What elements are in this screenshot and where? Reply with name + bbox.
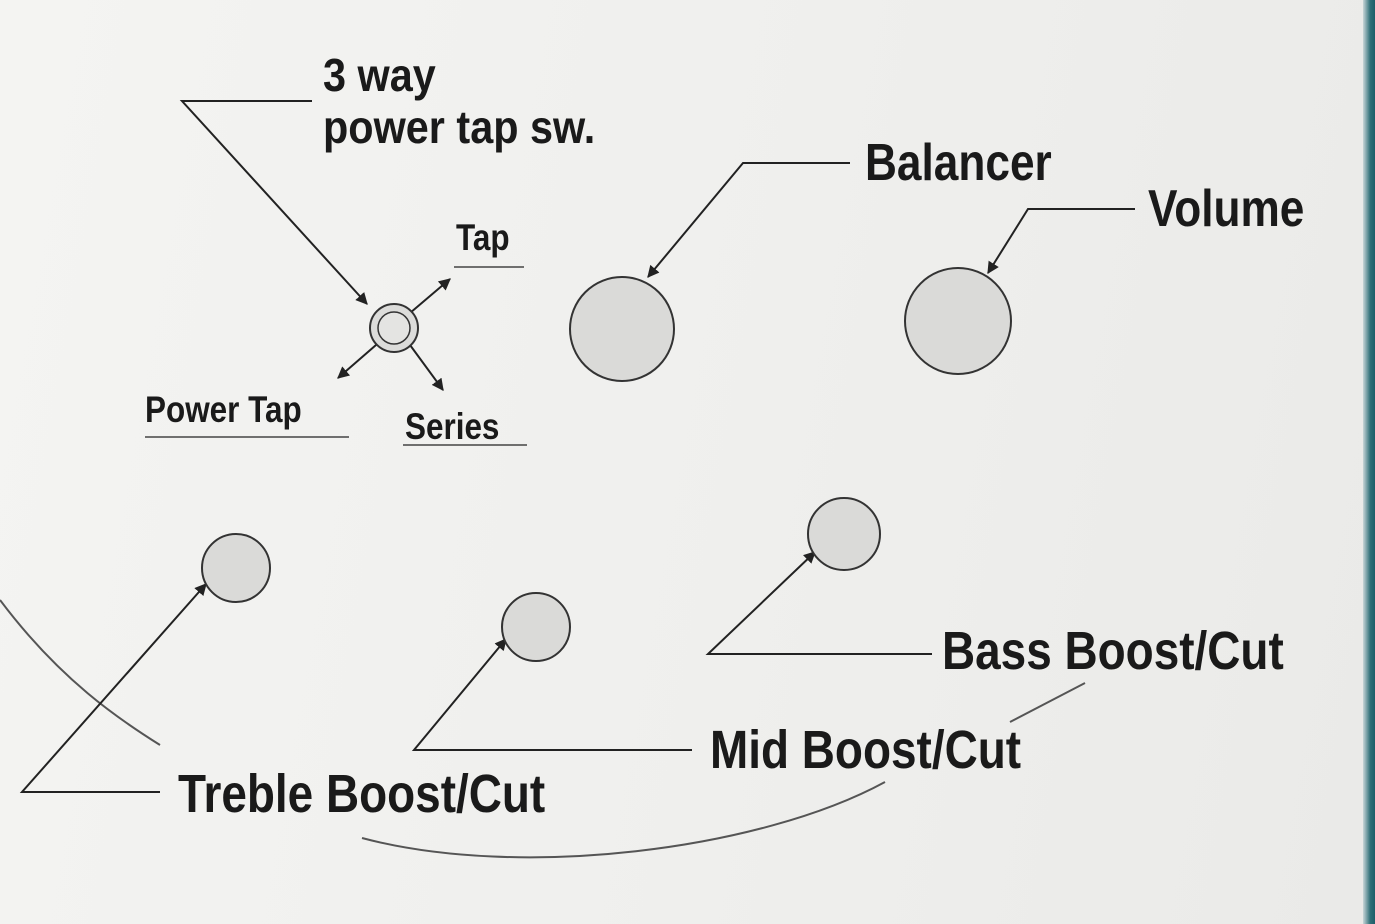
tap-label: Tap bbox=[456, 217, 510, 258]
tap-direction-arrow bbox=[409, 278, 451, 314]
scan-curve-left bbox=[0, 599, 161, 746]
volume-label: Volume bbox=[1148, 180, 1305, 238]
switch-label-line2: power tap sw. bbox=[323, 101, 596, 153]
balancer-label: Balancer bbox=[865, 134, 1052, 192]
switch-label-line1: 3 way bbox=[323, 49, 436, 101]
volume-knob bbox=[904, 267, 1012, 375]
balancer-knob bbox=[569, 276, 675, 382]
bass-label: Bass Boost/Cut bbox=[942, 621, 1284, 681]
switch-knob-inner bbox=[377, 311, 411, 345]
balancer-leader-line bbox=[647, 162, 850, 278]
mid-leader-line bbox=[411, 638, 692, 751]
bass-knob bbox=[807, 497, 881, 571]
switch-leader-line bbox=[179, 100, 368, 305]
volume-leader-line bbox=[987, 208, 1135, 275]
series-label: Series bbox=[405, 406, 500, 447]
mid-knob bbox=[501, 592, 571, 662]
power-tap-direction-arrow bbox=[337, 344, 377, 379]
treble-leader-line bbox=[19, 583, 207, 793]
mid-label: Mid Boost/Cut bbox=[710, 720, 1022, 780]
scan-line-bass-mid bbox=[1009, 682, 1086, 723]
power-tap-label: Power Tap bbox=[145, 389, 302, 430]
scan-curve-bottom bbox=[361, 781, 886, 859]
treble-label: Treble Boost/Cut bbox=[178, 764, 546, 824]
series-direction-arrow bbox=[409, 344, 444, 391]
bass-leader-line bbox=[705, 551, 932, 655]
treble-knob bbox=[201, 533, 271, 603]
page-edge bbox=[1363, 0, 1375, 924]
